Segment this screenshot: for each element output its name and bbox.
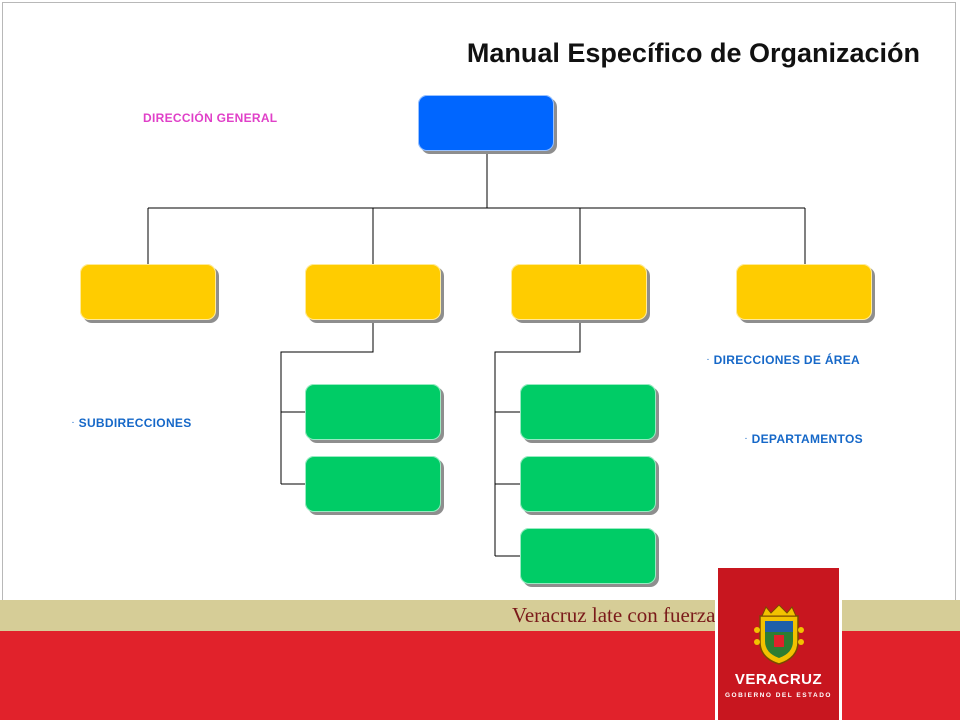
subdireccion-box — [305, 456, 441, 512]
legend-direcciones-area-text: DIRECCIONES DE ÁREA — [713, 353, 861, 367]
logo-subtitle: GOBIERNO DEL ESTADO — [725, 692, 832, 699]
direccion-area-box — [305, 264, 441, 320]
bullet-dot: · — [707, 357, 710, 365]
footer-slogan: Veracruz late con fuerza — [512, 603, 716, 627]
page-title: Manual Específico de Organización — [466, 38, 920, 68]
subdireccion-box — [520, 456, 656, 512]
subdireccion-box — [305, 384, 441, 440]
legend-direcciones-area: ·DIRECCIONES DE ÁREA — [707, 353, 860, 367]
connector-sub-group-2 — [494, 320, 581, 556]
org-chart-connectors — [147, 151, 806, 557]
legend-subdirecciones: ·SUBDIRECCIONES — [72, 416, 192, 430]
direccion-area-box — [736, 264, 872, 320]
direccion-area-box — [80, 264, 216, 320]
connector-sub-group-1 — [280, 320, 374, 484]
direccion-area-box — [511, 264, 647, 320]
legend-departamentos: ·DEPARTAMENTOS — [745, 432, 863, 446]
direccion-general-box — [418, 95, 554, 151]
subdireccion-box — [520, 384, 656, 440]
bullet-dot: · — [745, 436, 748, 444]
logo-name: VERACRUZ — [734, 671, 823, 688]
subdireccion-box — [520, 528, 656, 584]
legend-subdirecciones-text: SUBDIRECCIONES — [78, 416, 192, 430]
veracruz-logo: VERACRUZ GOBIERNO DEL ESTADO — [718, 568, 839, 720]
legend-direccion-general: DIRECCIÓN GENERAL — [143, 111, 277, 125]
coat-of-arms-icon — [754, 604, 804, 665]
legend-departamentos-text: DEPARTAMENTOS — [751, 432, 863, 446]
bullet-dot: · — [72, 420, 75, 428]
legend-direccion-general-text: DIRECCIÓN GENERAL — [143, 111, 278, 125]
